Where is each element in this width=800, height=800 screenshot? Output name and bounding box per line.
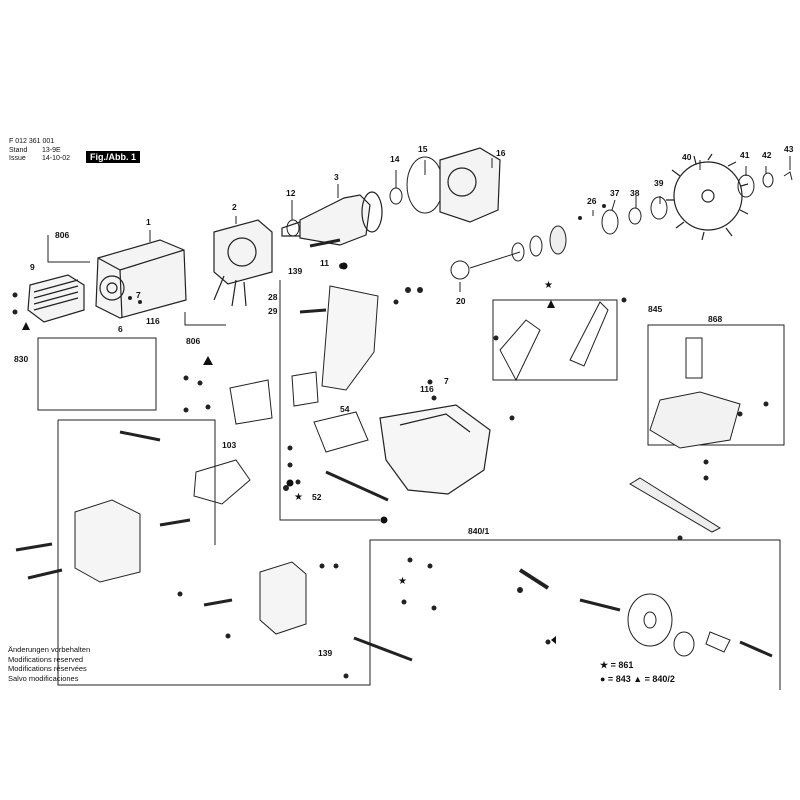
group-840-frame xyxy=(57,420,781,690)
star-marker: ★ xyxy=(544,280,553,291)
callout-7-right: 7 xyxy=(444,376,449,386)
callout-116-left: 116 xyxy=(146,316,160,326)
callout-139-top: 139 xyxy=(288,266,302,276)
callout-806-top: 806 xyxy=(55,230,69,240)
callout-6: 6 xyxy=(118,324,123,334)
callout-7-left: 7 xyxy=(136,290,141,300)
miter-bracket xyxy=(629,337,741,533)
splitter-left xyxy=(499,319,541,382)
callout-12: 12 xyxy=(286,188,296,198)
group-868-frame xyxy=(647,324,785,446)
star-marker: ★ xyxy=(398,576,407,587)
triangle-marker xyxy=(547,300,555,308)
callout-806-bottom: 806 xyxy=(186,336,200,346)
callout-37: 37 xyxy=(610,188,620,198)
note-line: Salvo modificaciones xyxy=(8,673,79,683)
figure-label: Fig./Abb. 1 xyxy=(86,151,140,163)
saw-blade xyxy=(666,153,749,241)
callout-40: 40 xyxy=(682,152,692,162)
callout-26: 26 xyxy=(587,196,597,206)
note-line: Änderungen vorbehalten xyxy=(8,645,91,654)
plate-2 xyxy=(313,411,369,453)
callout-15: 15 xyxy=(418,144,428,154)
stand-label: Stand xyxy=(9,147,28,154)
callout-139-bottom: 139 xyxy=(318,648,332,658)
callout-41: 41 xyxy=(740,150,750,160)
callout-14: 14 xyxy=(390,154,400,164)
callout-830: 830 xyxy=(14,354,28,364)
arrow-marker xyxy=(551,636,556,644)
dot-marker xyxy=(340,262,348,270)
callout-103: 103 xyxy=(222,440,236,450)
callout-39: 39 xyxy=(654,178,664,188)
triangle-marker xyxy=(22,322,30,330)
motor-housing xyxy=(95,239,187,319)
callout-43: 43 xyxy=(784,144,794,154)
brush-cover xyxy=(27,274,85,323)
stand-value: 13-9E xyxy=(42,147,61,154)
legend-star: ★ = 861 xyxy=(600,660,634,670)
armature xyxy=(281,191,383,246)
callout-11: 11 xyxy=(320,258,329,268)
dot-marker xyxy=(286,479,294,487)
linkage xyxy=(193,459,251,505)
stator xyxy=(213,219,273,307)
callout-9: 9 xyxy=(30,262,35,272)
riving-plate xyxy=(321,285,379,391)
rear-bracket xyxy=(74,499,141,583)
callout-1: 1 xyxy=(146,217,151,227)
dot-marker xyxy=(380,516,388,524)
issue-value: 14-10-02 xyxy=(42,155,71,162)
mount-plate xyxy=(229,379,273,425)
front-bracket xyxy=(259,561,307,635)
callout-3: 3 xyxy=(334,172,339,182)
callout-42: 42 xyxy=(762,150,772,160)
callout-54: 54 xyxy=(340,404,350,414)
legend-dot-triangle: ● = 843 ▲ = 840/2 xyxy=(600,674,675,684)
splitter-right xyxy=(569,301,609,367)
pad xyxy=(291,371,319,407)
callout-840-1: 840/1 xyxy=(468,526,490,536)
group-830-frame xyxy=(37,337,157,411)
triangle-marker xyxy=(203,356,213,365)
callout-38: 38 xyxy=(630,188,640,198)
note-line: Modifications reserved xyxy=(8,654,84,664)
callout-52: 52 xyxy=(312,492,322,502)
doc-number: F 012 361 001 xyxy=(9,138,55,145)
callout-116-right: 116 xyxy=(420,384,434,394)
callout-29: 29 xyxy=(268,306,278,316)
callout-28: 28 xyxy=(268,292,278,302)
group-845-frame xyxy=(492,299,618,381)
callout-868: 868 xyxy=(708,314,722,324)
gear-housing xyxy=(439,147,501,223)
callout-16: 16 xyxy=(496,148,506,158)
star-marker: ★ xyxy=(294,492,303,503)
callout-20: 20 xyxy=(456,296,466,306)
note-line: Modifications réservées xyxy=(8,664,87,673)
callout-845: 845 xyxy=(648,304,662,314)
issue-label: Issue xyxy=(9,155,26,162)
notes-block: Änderungen vorbehalten Modifications res… xyxy=(8,645,90,683)
callout-2: 2 xyxy=(232,202,237,212)
lower-blade-guard xyxy=(379,404,491,495)
